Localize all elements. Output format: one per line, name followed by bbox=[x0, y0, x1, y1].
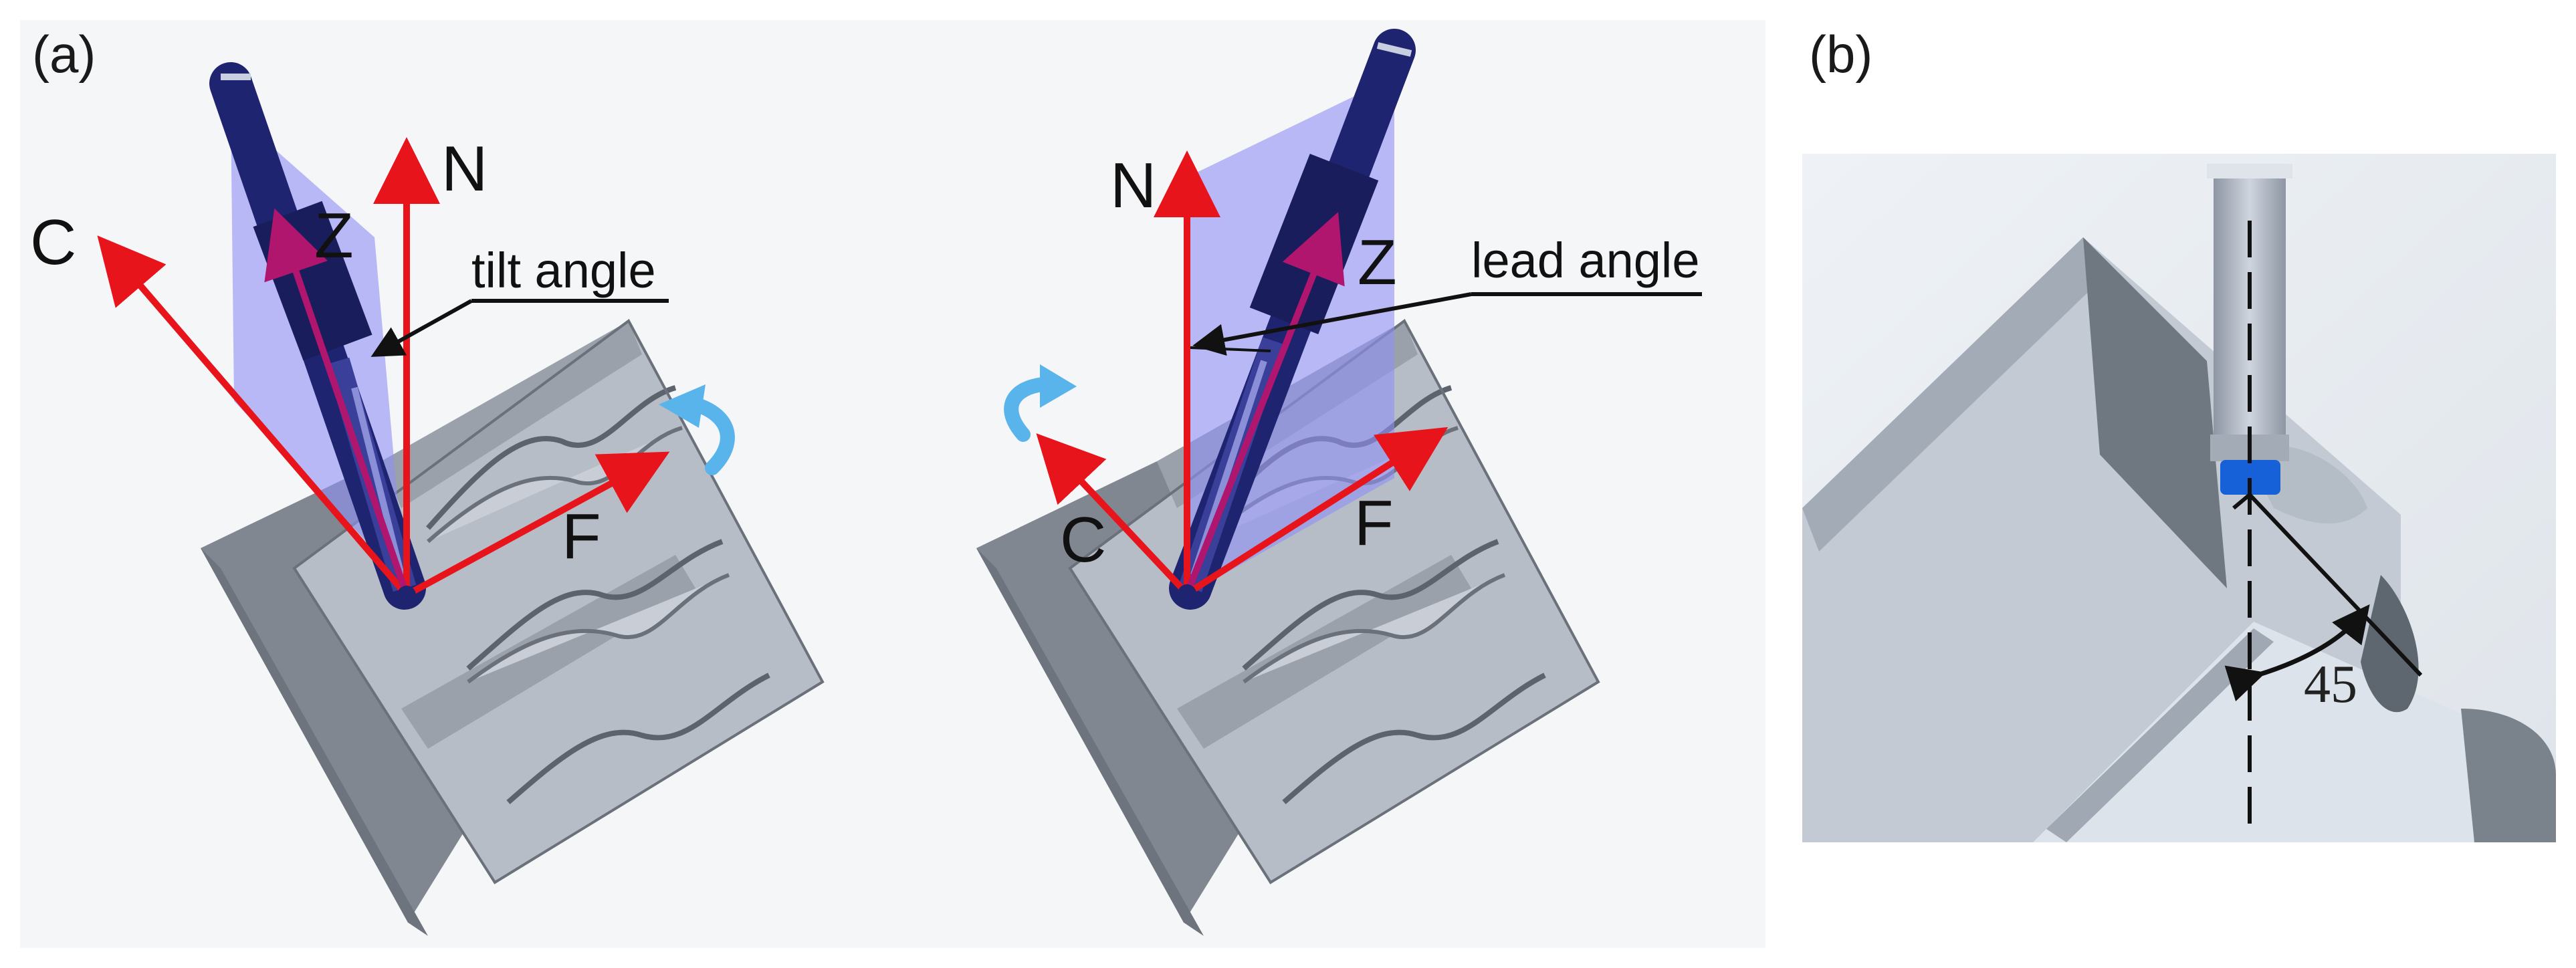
angle-arc-icon bbox=[2224, 604, 2370, 702]
axes-lead bbox=[1036, 150, 1448, 603]
panel-label-b: (b) bbox=[1809, 25, 1872, 84]
detail-angle-value: 45 bbox=[2304, 655, 2357, 714]
axis-label-n-lead: N bbox=[1110, 150, 1156, 221]
panel-label-a: (a) bbox=[32, 25, 96, 84]
axis-z-arrow bbox=[264, 208, 410, 596]
axis-c-arrow bbox=[97, 235, 409, 598]
axis-c-arrow-lead bbox=[1036, 433, 1190, 596]
rotation-arrow-icon-lead bbox=[1004, 377, 1051, 442]
axis-label-z: Z bbox=[314, 200, 354, 271]
axis-z-arrow-lead bbox=[1184, 212, 1345, 595]
rotation-arrow-icon bbox=[688, 397, 735, 475]
rotation-arrowhead-lead bbox=[1040, 364, 1077, 408]
axis-label-c-lead: C bbox=[1060, 504, 1106, 576]
panel-b: 45 bbox=[1799, 20, 2556, 948]
axis-label-f: F bbox=[562, 501, 601, 572]
detail-tool-shank bbox=[2214, 174, 2286, 455]
axis-label-z-lead: Z bbox=[1358, 227, 1397, 298]
axis-f-arrow-lead bbox=[1185, 427, 1448, 597]
axis-label-n: N bbox=[441, 133, 488, 205]
tilt-angle-label: tilt angle bbox=[471, 243, 656, 298]
detail-tool-tip bbox=[2220, 460, 2280, 495]
axis-label-c: C bbox=[30, 207, 76, 278]
axes-tilt bbox=[97, 137, 670, 604]
lead-angle-label: lead angle bbox=[1471, 233, 1700, 288]
rotation-arrowhead bbox=[659, 384, 706, 428]
detail-45-line bbox=[2248, 493, 2423, 677]
lead-angle-callout bbox=[1190, 292, 1702, 356]
tilt-angle-callout bbox=[370, 299, 669, 357]
axis-f-arrow bbox=[405, 451, 670, 598]
axis-label-f-lead: F bbox=[1354, 487, 1394, 559]
